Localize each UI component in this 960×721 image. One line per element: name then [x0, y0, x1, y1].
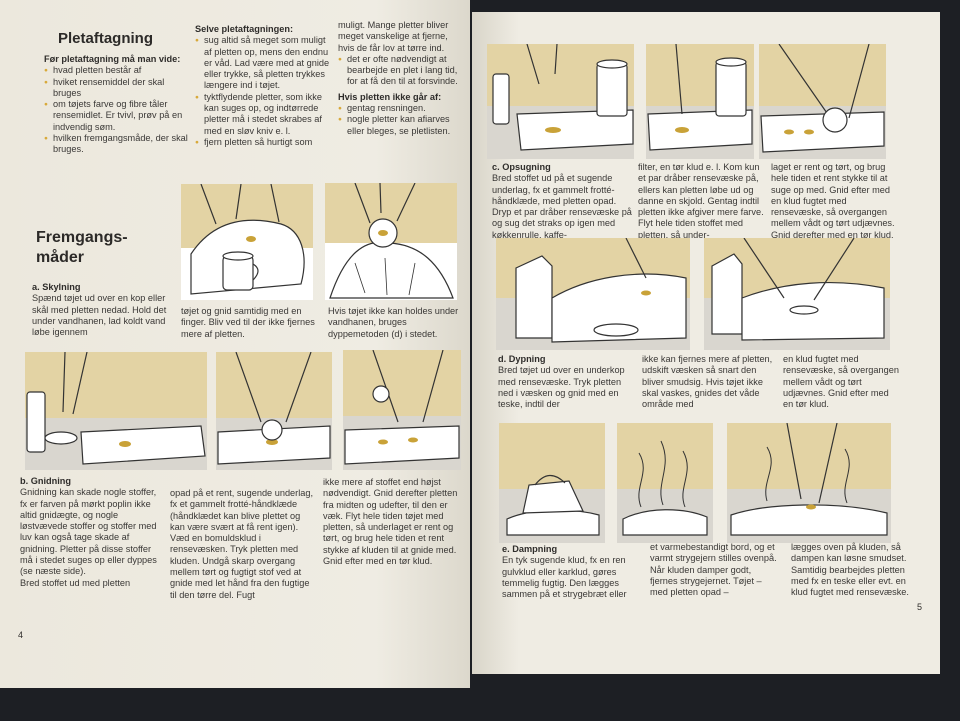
col3-block: muligt. Mange pletter bliver meget vansk… [338, 20, 462, 137]
section-caption: a. Skylning [32, 282, 81, 292]
dampning-text-1: En tyk sugende klud, fx en ren gulvklud … [502, 555, 627, 600]
list-item: sug altid så meget som muligt af pletten… [195, 35, 333, 91]
selve-block: Selve pletaftagningen: sug altid så mege… [195, 24, 333, 149]
selve-heading: Selve pletaftagningen: [195, 24, 294, 34]
gnidning-text-3: ikke mere af stoffet end højst nødvendig… [323, 477, 458, 567]
gnidning-text-2: opad på et rent, sugende underlag, fx et… [170, 488, 314, 600]
left-page: Pletaftagning Før pletaftagning må man v… [0, 0, 470, 688]
absorb-with-paper-illustration-3 [759, 44, 886, 159]
intro-block: Før pletaftagning må man vide: hvad plet… [44, 54, 194, 156]
absorb-with-paper-illustration-2 [646, 44, 754, 159]
gnidning-block: b. Gnidning Gnidning kan skade nogle sto… [20, 476, 158, 589]
dypning-text-3: en klud fugtet med rensevæske, så overga… [783, 354, 899, 410]
intro-heading: Før pletaftagning må man vide: [44, 54, 181, 64]
col3-heading: Hvis pletten ikke går af: [338, 91, 442, 102]
section-caption: d. Dypning [498, 354, 546, 364]
methods-title-line-1: Fremgangs- [36, 229, 128, 246]
rub-with-cloth-illustration-1 [25, 352, 207, 470]
dypning-text-2: ikke kan fjernes mere af pletten, udskif… [642, 354, 773, 410]
col3-list-2: gentag rensningen. nogle pletter kan afi… [338, 103, 462, 137]
opsugning-text-1: Bred stoffet ud på et sugende underlag, … [492, 173, 632, 240]
list-item: om tøjets farve og fibre tåler rensemidl… [44, 99, 194, 133]
steaming-cloth-illustration [617, 423, 713, 543]
absorb-with-paper-illustration-1 [487, 44, 634, 159]
page-number: 5 [917, 602, 923, 612]
list-item: gentag rensningen. [338, 103, 462, 115]
list-item: det er ofte nødvendigt at bearbejde en p… [338, 54, 462, 88]
work-stain-over-steam-illustration [727, 423, 891, 543]
list-item: fjern pletten så hurtigt som [195, 137, 333, 149]
page-title: Pletaftagning [58, 30, 154, 47]
list-item: nogle pletter kan afiarves eller bleges,… [338, 114, 462, 137]
opsugning-block: c. Opsugning Bred stoffet ud på et sugen… [492, 162, 632, 241]
page-number: 4 [18, 630, 24, 640]
list-item: tyktflydende pletter, som ikke kan suges… [195, 92, 333, 137]
iron-on-cloth-illustration [499, 423, 605, 543]
skylning-text-3: Hvis tøjet ikke kan holdes under vandhan… [328, 306, 459, 339]
dypning-block: d. Dypning Bred tøjet ud over en underko… [498, 354, 628, 410]
section-caption: c. Opsugning [492, 162, 551, 172]
section-caption: e. Dampning [502, 544, 558, 554]
dampning-text-3: lægges oven på kluden, så dampen kan løs… [791, 542, 909, 598]
dypning-text-1: Bred tøjet ud over en underkop med rense… [498, 365, 625, 410]
col3-list: det er ofte nødvendigt at bearbejde en p… [338, 54, 462, 88]
dip-in-saucer-illustration-1 [496, 238, 690, 350]
selve-list: sug altid så meget som muligt af pletten… [195, 35, 333, 148]
opsugning-text-3: laget er rent og tørt, og brug hele tide… [771, 162, 895, 240]
rub-with-cloth-illustration-3 [343, 350, 461, 470]
intro-list: hvad pletten består af hviket rensemidde… [44, 65, 194, 155]
list-item: hviket rensemiddel der skal bruges [44, 77, 194, 100]
col3-lead: muligt. Mange pletter bliver meget vansk… [338, 20, 449, 53]
methods-title: Fremgangs- måder [36, 228, 128, 268]
opsugning-text-2: filter, en tør klud e. l. Kom kun et par… [638, 162, 764, 240]
skylning-text-1: Spænd tøjet ud over en kop eller skål me… [32, 293, 167, 338]
skylning-block: a. Skylning Spænd tøjet ud over en kop e… [32, 282, 172, 338]
rub-with-cloth-illustration-2 [216, 352, 332, 470]
dampning-block: e. Dampning En tyk sugende klud, fx en r… [502, 544, 638, 600]
rinse-under-tap-illustration [181, 184, 313, 300]
section-caption: b. Gnidning [20, 476, 72, 486]
dip-in-saucer-illustration-2 [704, 238, 890, 350]
skylning-text-2: tøjet og gnid samtidig med en finger. Bl… [181, 306, 315, 339]
methods-title-line-2: måder [36, 249, 85, 266]
dampning-text-2: et varmebestandigt bord, og et varmt str… [650, 542, 777, 598]
gnidning-text-1: Gnidning kan skade nogle stoffer, fx er … [20, 487, 157, 577]
rub-stain-illustration [325, 183, 457, 300]
gnidning-text-1b: Bred stoffet ud med pletten [20, 577, 131, 588]
list-item: hvilken fremgangsmåde, der skal bruges. [44, 133, 194, 156]
list-item: hvad pletten består af [44, 65, 194, 77]
right-page: c. Opsugning Bred stoffet ud på et sugen… [472, 12, 940, 674]
